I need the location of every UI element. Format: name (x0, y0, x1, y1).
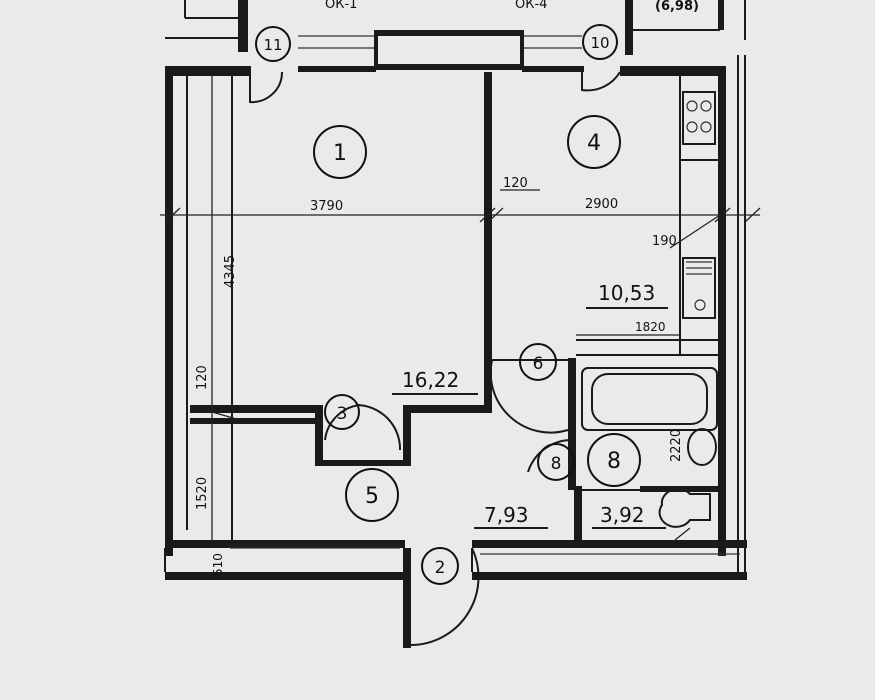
room-1-circle (313, 125, 367, 179)
room-11-number: 11 (263, 36, 282, 54)
area-room-5: 7,93 (484, 503, 529, 527)
toilet-icon (658, 488, 711, 528)
bathtub-icon (581, 367, 718, 431)
room-2-number: 2 (435, 558, 446, 578)
dim-2900: 2900 (585, 197, 618, 212)
dim-4345: 4345 (223, 255, 238, 288)
sink-icon (682, 257, 716, 319)
dim-1820: 1820 (635, 320, 666, 334)
door-arc-3a (355, 404, 402, 451)
top-label-right: ОК-4 (515, 0, 547, 12)
room-3-circle (324, 394, 360, 430)
room-6-number: 6 (533, 354, 544, 374)
dim-2220: 2220 (669, 429, 684, 462)
fixtures (581, 91, 718, 528)
room-6-circle (519, 343, 557, 381)
room-2-circle (421, 547, 459, 585)
area-room-4: 10,53 (598, 281, 655, 305)
door-arc-11 (249, 71, 284, 104)
door-arc-10 (581, 71, 621, 92)
room-10-number: 10 (590, 34, 609, 52)
dim-120-top: 120 (503, 176, 528, 191)
top-label-area: (6,98) (655, 0, 699, 14)
stove-icon (682, 91, 716, 145)
top-label-left: ОК-1 (325, 0, 357, 12)
washbasin-icon (687, 428, 717, 466)
room-8a-circle (537, 443, 575, 481)
door-arc-2 (410, 547, 480, 646)
area-room-1: 16,22 (402, 368, 459, 392)
dim-120-left: 120 (195, 365, 210, 390)
room-1-number: 1 (333, 141, 347, 166)
area-room-8: 3,92 (600, 503, 645, 527)
room-8b-circle (587, 433, 641, 487)
dim-1520: 1520 (195, 477, 210, 510)
top-wall (165, 0, 746, 70)
outer-walls (164, 55, 747, 580)
room-4-circle (567, 115, 621, 169)
dim-3790: 3790 (310, 199, 343, 214)
dim-190: 190 (652, 234, 677, 249)
room-8b-number: 8 (607, 449, 621, 474)
room-5-number: 5 (365, 484, 379, 509)
dim-510: 510 (211, 553, 225, 576)
room-4-number: 4 (587, 131, 601, 156)
dimension-lines (160, 76, 761, 541)
room-5-circle (345, 468, 399, 522)
room-10-circle (582, 24, 618, 60)
room-markers: 1 4 3 5 6 8 8 2 11 10 (255, 24, 641, 585)
room-11-circle (255, 26, 291, 62)
door-arc-6 (489, 359, 569, 434)
room-3-number: 3 (337, 404, 348, 424)
room-8a-number: 8 (551, 454, 562, 474)
